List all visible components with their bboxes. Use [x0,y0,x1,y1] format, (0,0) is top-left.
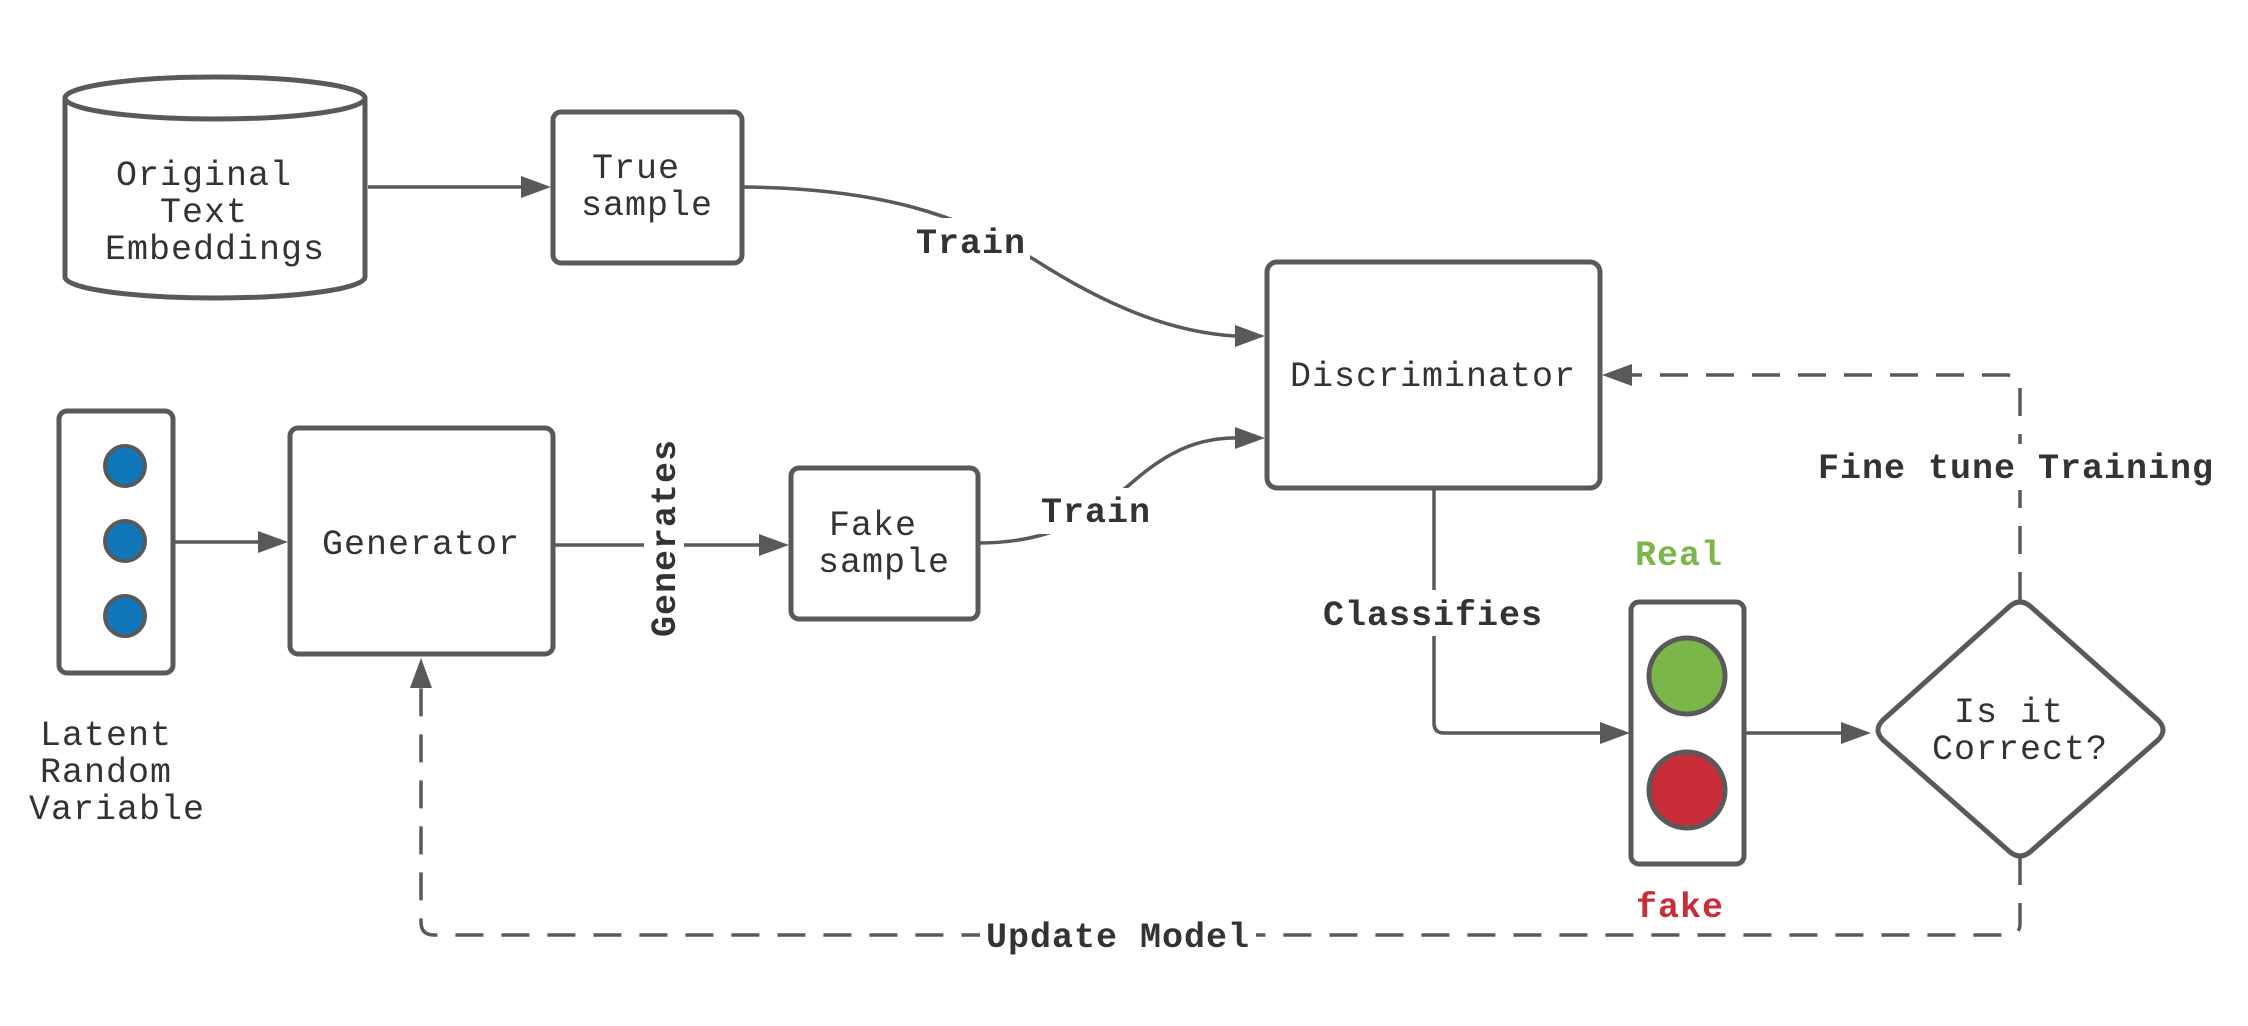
edge-label-generates: Generates [646,439,686,637]
fake-sample-node: Fake sample [788,465,981,622]
svg-text:Latent Random Variable: Latent Random Variable [29,716,205,830]
edge-decision-to-generator [419,688,2022,937]
original-embeddings-line-1: Original [116,156,292,196]
arrowhead-icon [1841,722,1871,744]
arrowhead-icon [1235,427,1265,449]
fake-sample-line-1: Fake [829,506,917,546]
generator-label: Generator [322,525,520,565]
decision-line-2: Correct? [1932,730,2108,770]
fake-sample-line-2: sample [818,543,950,583]
arrowhead-icon [258,531,288,553]
edge-label-train-fake: Train [1041,493,1151,533]
true-sample-node: True sample [550,109,745,266]
arrowhead-icon [1602,364,1632,386]
original-embeddings-line-3: Embeddings [105,230,325,270]
edge-label-update-model: Update Model [986,918,1250,958]
red-light [1646,749,1728,831]
svg-text:Is it Correct?: Is it Correct? [1932,693,2108,770]
arrowhead-icon [521,176,551,198]
arrowhead-icon [410,658,432,688]
circle-dot-icon [103,594,147,638]
true-sample-line-1: True [592,149,680,189]
decision-line-1: Is it [1954,693,2064,733]
original-embeddings-line-2: Text [160,193,248,233]
traffic-light-icon [1628,599,1747,867]
edge-decision-to-discriminator [1632,373,2022,600]
fake-label: fake [1636,888,1724,928]
decision-node: Is it Correct? [1875,599,2166,859]
green-light [1646,635,1728,717]
real-label: Real [1635,536,1723,576]
arrowhead-icon [1600,722,1630,744]
circle-dot-icon [103,444,147,488]
latent-variable-node [56,408,176,676]
true-sample-line-2: sample [581,186,713,226]
edge-label-classifies: Classifies [1323,596,1543,636]
circle-dot-icon [103,519,147,563]
latent-line-1: Latent [40,716,172,756]
original-embeddings-node: Original Text Embeddings [62,74,368,301]
database-cylinder-top [62,74,368,122]
svg-text:Original Text Embe: Original Text Embeddings [105,156,325,270]
svg-text:True sample: True sample [581,149,713,226]
svg-text:Fake sample: Fake sample [818,506,950,583]
latent-line-3: Variable [29,790,205,830]
database-cylinder-icon [62,98,368,301]
arrowhead-icon [1235,325,1265,347]
arrowhead-icon [759,534,789,556]
edge-label-fine-tune: Fine tune Training [1818,449,2214,489]
edge-discriminator-to-light [1432,489,1600,735]
edge-fake-to-discriminator [978,436,1236,545]
diamond-decision-icon [1875,599,2166,859]
latent-line-2: Random [40,753,172,793]
generator-node: Generator [287,425,556,657]
discriminator-node: Discriminator [1264,259,1603,491]
edge-label-train-true: Train [916,224,1026,264]
discriminator-label: Discriminator [1290,357,1576,397]
